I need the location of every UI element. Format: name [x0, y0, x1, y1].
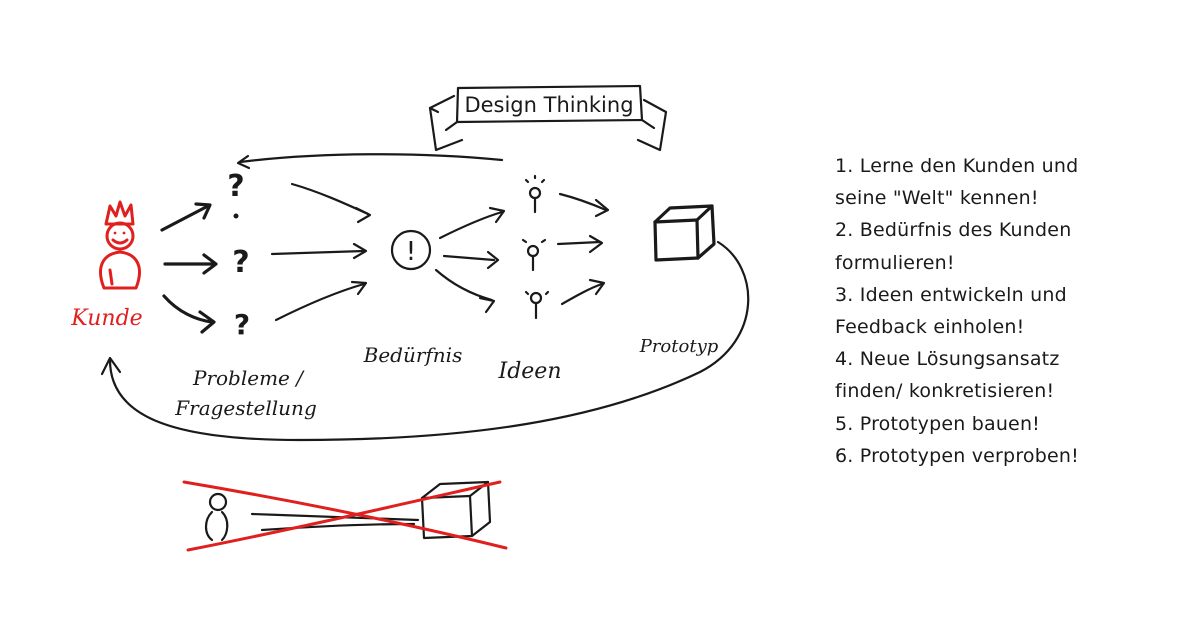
cube-icon — [653, 204, 716, 262]
ideas-label: Ideen — [498, 359, 562, 384]
need-label: Bedürfnis — [363, 343, 463, 367]
customer-arrows — [160, 202, 218, 334]
idea-arrows — [556, 192, 610, 306]
feedback-loop-arrow — [100, 240, 750, 442]
step-line: Feedback einholen! — [835, 316, 1025, 339]
steps-list: 1. Lerne den Kunden und seine "Welt" ken… — [835, 150, 1175, 472]
problem-arrows — [270, 182, 372, 322]
question-mark-3: ? — [234, 308, 250, 341]
step-line: formulieren! — [835, 251, 955, 274]
banner-icon — [428, 84, 668, 152]
customer-label: Kunde — [70, 306, 142, 331]
step-line: finden/ konkretisieren! — [835, 380, 1055, 403]
prototype-label: Prototyp — [639, 336, 719, 357]
step-line: 3. Ideen entwickeln und — [835, 283, 1067, 306]
step-line: 1. Lerne den Kunden und — [835, 155, 1079, 177]
problem-label-line2: Fragestellung — [174, 396, 317, 420]
step-line: seine "Welt" kennen! — [835, 187, 1039, 210]
king-icon — [99, 200, 141, 290]
step-line: 2. Bedürfnis des Kunden — [835, 219, 1072, 242]
cross-out-icon — [182, 480, 508, 552]
lightbulb-icon — [521, 174, 550, 320]
need-symbol: ! — [406, 237, 416, 267]
step-line: 5. Prototypen bauen! — [835, 412, 1041, 435]
question-mark-2: ? — [232, 245, 249, 280]
banner-title: Design Thinking — [464, 93, 633, 117]
step-line: 6. Prototypen verproben! — [835, 444, 1079, 467]
cube-icon-crossed — [420, 480, 492, 540]
need-arrows — [434, 206, 506, 314]
problem-label-line1: Probleme / — [192, 366, 305, 390]
question-mark-1: ? — [227, 169, 244, 204]
step-line: 4. Neue Lösungsansatz — [835, 348, 1060, 371]
person-icon — [204, 492, 229, 542]
feedback-arrow-top — [236, 153, 504, 170]
